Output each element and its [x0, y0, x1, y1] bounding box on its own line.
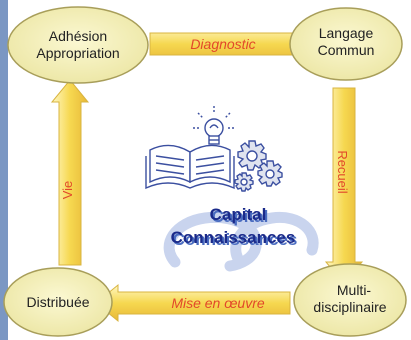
left-accent-bar — [0, 0, 8, 340]
gears-icon — [234, 140, 283, 192]
center-title-line1: Capital — [210, 205, 267, 224]
node-bottom-left: Distribuée — [3, 267, 113, 337]
node-bottom-right: Multi- disciplinaire — [293, 263, 407, 337]
node-bottom-left-line1: Distribuée — [26, 294, 89, 310]
node-top-right: Langage Commun — [289, 7, 403, 81]
lightbulb-icon — [193, 106, 235, 145]
node-top-left: Adhésion Appropriation — [7, 6, 149, 84]
arrow-left — [50, 79, 90, 266]
book-icon — [145, 144, 235, 190]
node-top-left-line1: Adhésion — [49, 28, 107, 44]
center-title-line1-shadow: Capital — [212, 207, 269, 226]
arrow-label-right: Recueil — [335, 150, 350, 193]
center-title-line2-shadow: Connaissances — [173, 230, 298, 249]
arrow-label-left: Vie — [60, 181, 75, 200]
arrow-label-bottom: Mise en œuvre — [171, 295, 265, 311]
node-top-right-line2: Commun — [318, 42, 375, 58]
arrow-label-top: Diagnostic — [190, 36, 255, 52]
center-title: Capital Capital Connaissances Connaissan… — [171, 205, 298, 249]
node-top-left-line2: Appropriation — [36, 45, 119, 61]
node-bottom-right-line1: Multi- — [337, 282, 372, 298]
node-bottom-right-line2: disciplinaire — [313, 299, 386, 315]
node-top-right-line1: Langage — [319, 25, 374, 41]
center-title-line2: Connaissances — [171, 228, 296, 247]
swoosh-shape — [163, 211, 319, 272]
